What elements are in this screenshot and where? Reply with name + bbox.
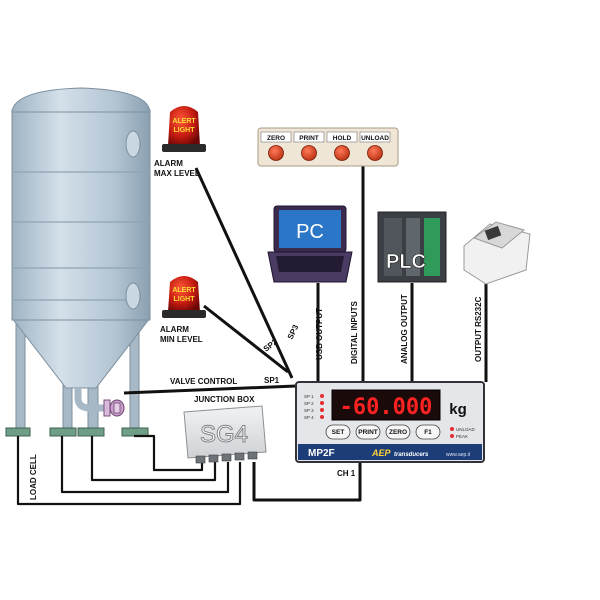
pc-screen-label: PC [296, 221, 324, 243]
wiring [16, 164, 488, 506]
weight-indicator: -60.000 kg SP 1 SP 2 SP 3 SP 4 SET PRINT ZERO… [295, 381, 485, 463]
setpoint-led-label: SP 4 [304, 415, 314, 420]
alert-light-text: ALERT [172, 287, 196, 294]
plc-label: PLC [386, 251, 426, 273]
ch1-label: CH 1 [337, 469, 356, 478]
alert-light-text: LIGHT [174, 127, 196, 134]
printer [463, 221, 531, 285]
panel-button-label: HOLD [333, 135, 352, 142]
sp1-label: SP1 [264, 376, 280, 385]
model-label: MP2F [308, 448, 335, 459]
setpoint-led-label: SP 2 [304, 401, 314, 406]
status-led-label: PEAK [456, 434, 468, 439]
pc-laptop: PC [267, 205, 353, 283]
brand-sub-label: transducers [394, 452, 429, 458]
digital-inputs-label: DIGITAL INPUTS [350, 301, 359, 364]
unit-label: kg [449, 401, 467, 418]
usb-output-label: USB OUTPUT [315, 308, 324, 360]
alarm-min-label: MIN LEVEL [160, 335, 203, 344]
analog-output-label: ANALOG OUTPUT [400, 294, 409, 364]
indicator-key-print[interactable]: PRINT [355, 424, 381, 440]
alarm-min-label: ALARM [160, 325, 189, 334]
panel-button-print[interactable]: PRINT [293, 131, 325, 161]
junction-box-label: JUNCTION BOX [194, 395, 255, 404]
junction-box: SG4 [183, 405, 267, 464]
indicator-key-label: ZERO [389, 429, 407, 436]
panel-button-hold[interactable]: HOLD [326, 131, 358, 161]
push-button[interactable] [301, 145, 317, 161]
alert-light-max: ALERT LIGHT [162, 106, 206, 152]
panel-button-zero[interactable]: ZERO [260, 131, 292, 161]
push-button[interactable] [367, 145, 383, 161]
indicator-key-label: PRINT [358, 429, 378, 436]
weight-display: -60.000 [340, 395, 433, 420]
plc-unit: PLC [377, 211, 447, 283]
indicator-key-set[interactable]: SET [325, 424, 351, 440]
valve [103, 399, 125, 417]
indicator-key-label: SET [332, 429, 345, 436]
push-button[interactable] [268, 145, 284, 161]
setpoint-led [320, 415, 324, 419]
sp3-label: SP3 [286, 323, 301, 341]
setpoint-led [320, 401, 324, 405]
indicator-key-label: F1 [424, 429, 432, 436]
valve-control-label: VALVE CONTROL [170, 377, 237, 386]
input-button-panel: ZERO PRINT HOLD UNLOAD [257, 127, 399, 167]
panel-button-unload[interactable]: UNLOAD [359, 131, 391, 161]
indicator-key-f1[interactable]: F1 [415, 424, 441, 440]
load-cell-pads [5, 427, 149, 437]
alert-light-text: LIGHT [174, 296, 196, 303]
status-led-label: UNLOAD [456, 427, 476, 432]
panel-button-label: PRINT [299, 135, 319, 142]
alert-light-text: ALERT [172, 118, 196, 125]
sg4-label: SG4 [200, 421, 248, 448]
output-rs232c-label: OUTPUT RS232C [474, 296, 483, 362]
alarm-max-label: MAX LEVEL [154, 169, 200, 178]
setpoint-led [320, 394, 324, 398]
indicator-key-zero[interactable]: ZERO [385, 424, 411, 440]
panel-button-label: ZERO [267, 135, 285, 142]
panel-button-label: UNLOAD [361, 135, 389, 142]
setpoint-led-label: SP 1 [304, 394, 314, 399]
website-label: www.aep.it [446, 452, 471, 458]
setpoint-led-label: SP 3 [304, 408, 314, 413]
silo-tank [5, 87, 152, 437]
load-cell-label: LOAD CELL [29, 454, 38, 500]
sp2-label: SP2 [262, 337, 280, 354]
brand-label: AEP [371, 448, 392, 458]
push-button[interactable] [334, 145, 350, 161]
alarm-max-label: ALARM [154, 159, 183, 168]
alert-light-min: ALERT LIGHT [162, 276, 206, 318]
setpoint-led [320, 408, 324, 412]
